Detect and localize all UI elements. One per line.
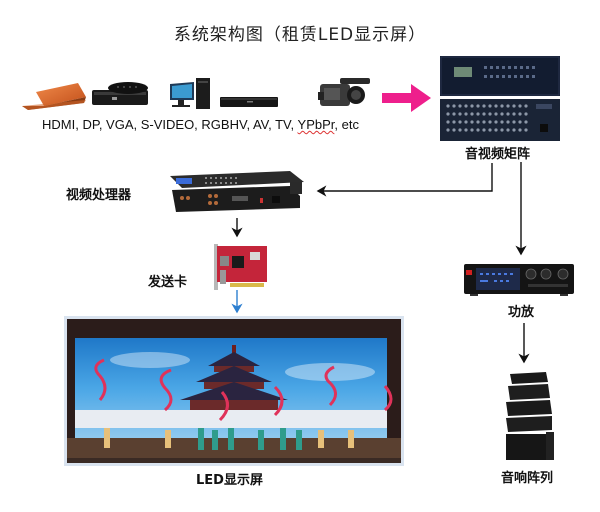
av-matrix-icon bbox=[440, 56, 560, 141]
matrix-to-processor-line bbox=[316, 163, 493, 197]
diagram-title: 系统架构图（租赁LED显示屏） bbox=[173, 25, 427, 45]
desktop-computer-icon bbox=[170, 78, 210, 109]
speaker-array-label: 音响阵列 bbox=[501, 471, 554, 486]
processor-label: 视频处理器 bbox=[66, 188, 132, 203]
amplifier-icon bbox=[464, 264, 574, 296]
source-to-matrix-arrow bbox=[382, 84, 431, 112]
sender-card-label: 发送卡 bbox=[148, 275, 188, 290]
video-camera-icon bbox=[318, 78, 370, 106]
signal-types-suffix: , etc bbox=[334, 117, 359, 132]
set-top-box-icon bbox=[92, 82, 148, 105]
laptop-icon bbox=[22, 83, 86, 110]
video-processor-icon bbox=[170, 171, 304, 212]
signal-types-prefix: HDMI, DP, VGA, S-VIDEO, RGBHV, AV, TV, bbox=[42, 117, 298, 132]
amplifier-label: 功放 bbox=[508, 305, 535, 320]
sender-card-icon bbox=[214, 244, 267, 290]
blu-ray-player-icon bbox=[220, 97, 278, 107]
led-screen-image bbox=[64, 316, 404, 466]
led-screen-label: LED显示屏 bbox=[196, 473, 263, 488]
signal-types-label: HDMI, DP, VGA, S-VIDEO, RGBHV, AV, TV, Y… bbox=[42, 117, 359, 132]
matrix-label: 音视频矩阵 bbox=[465, 147, 531, 162]
speaker-array-icon bbox=[506, 372, 554, 460]
signal-type-ypbpr: YPbPr bbox=[297, 117, 335, 132]
